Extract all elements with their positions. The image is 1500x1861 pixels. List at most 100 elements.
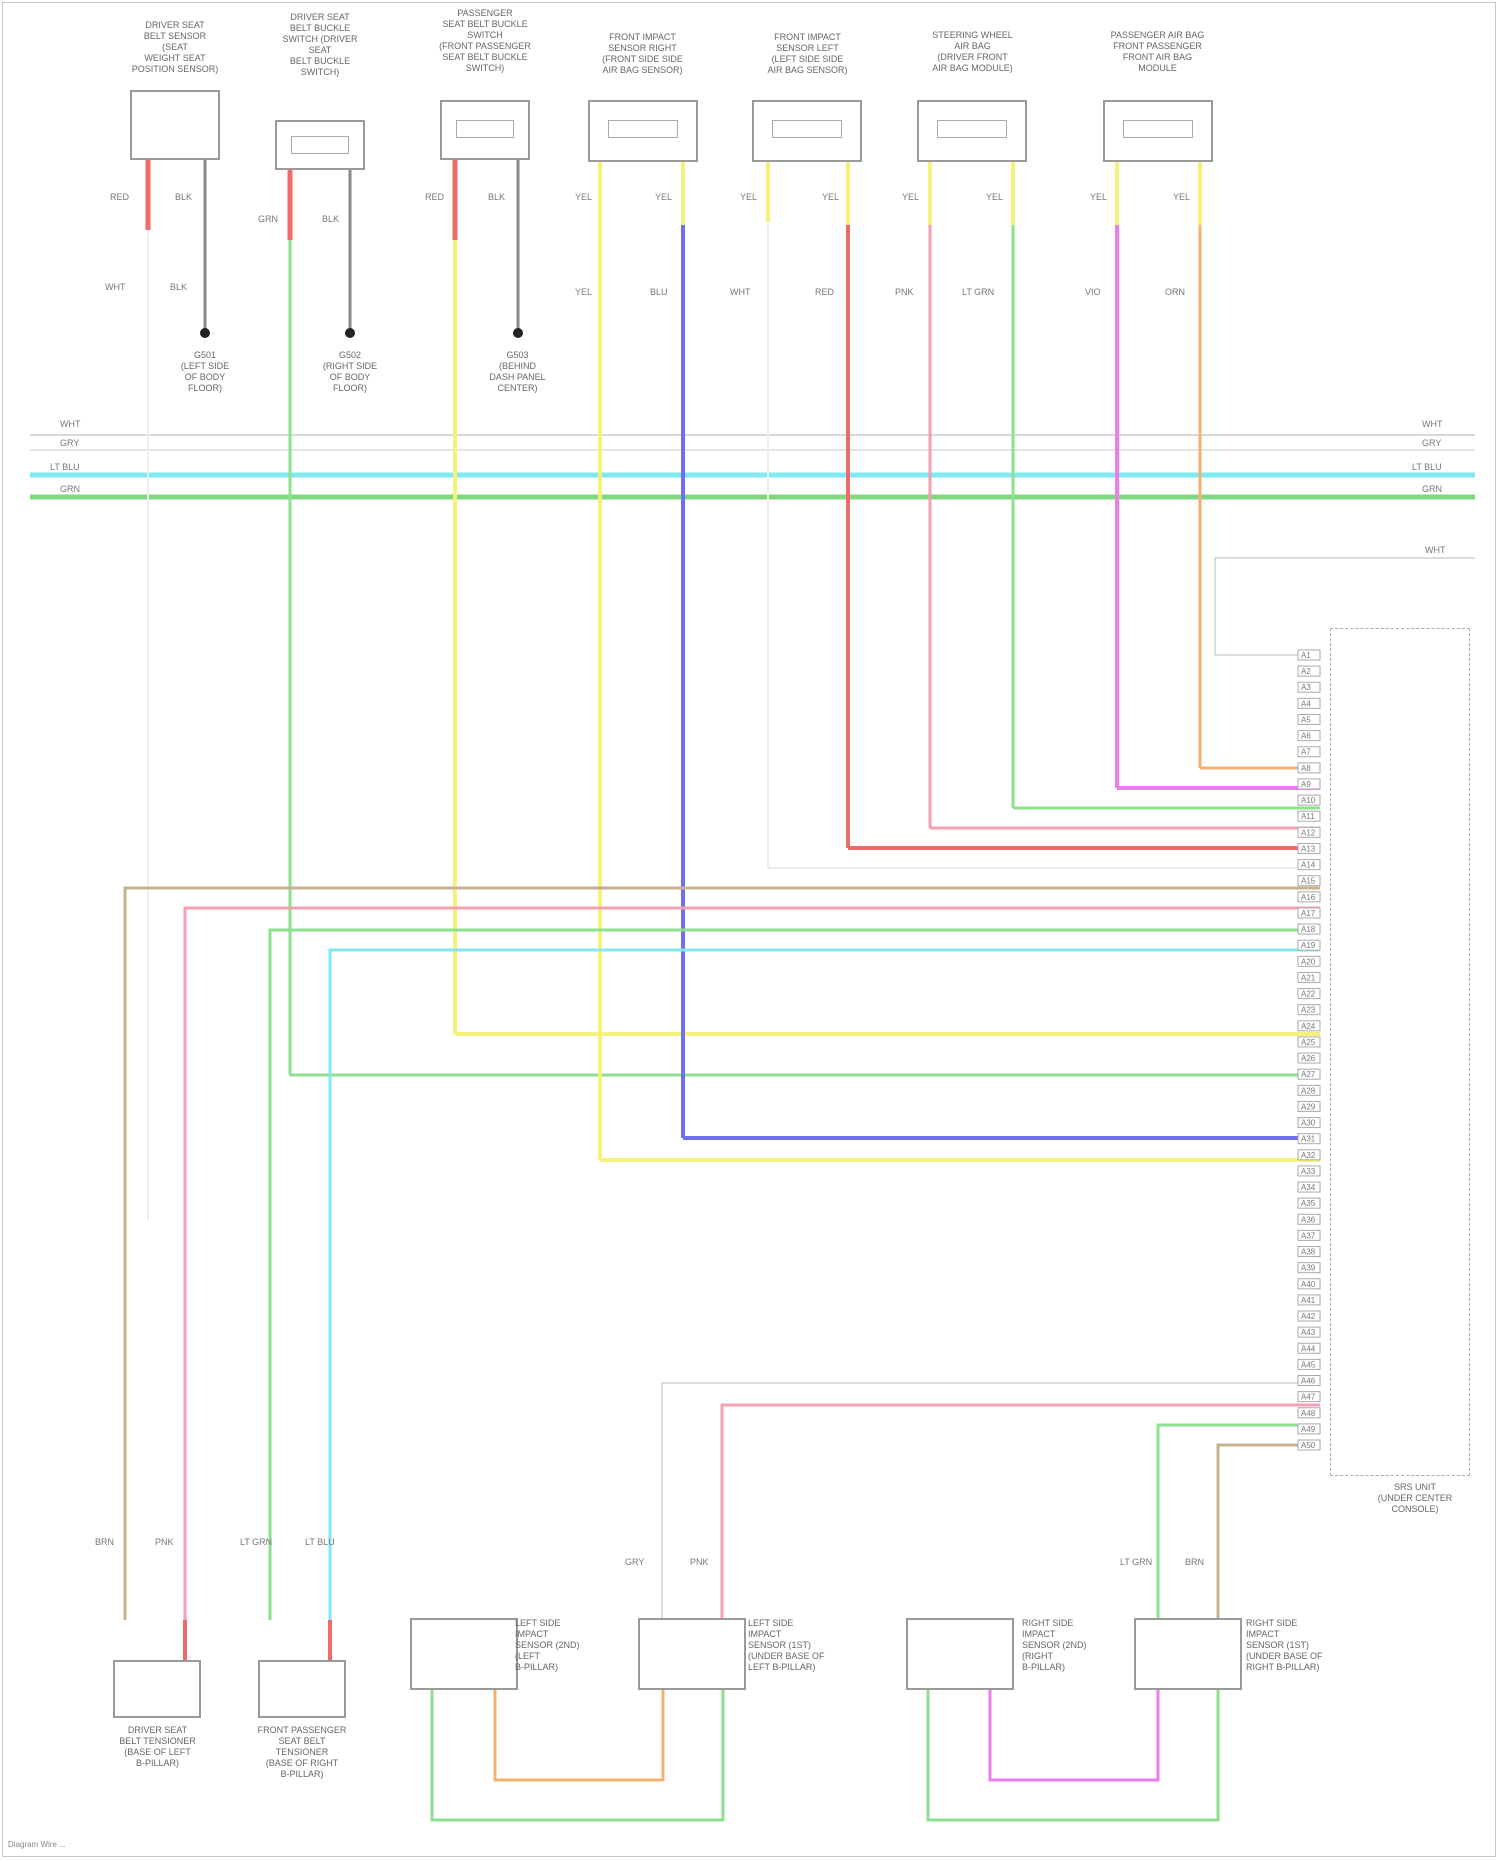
ecu-pin-label: A8	[1301, 764, 1311, 773]
ecu-pin-label: A16	[1301, 893, 1316, 902]
passenger-buckle-switch	[440, 100, 530, 160]
ecu-pin-label: A9	[1301, 780, 1311, 789]
svg-text:WHT: WHT	[105, 282, 126, 292]
ecu-pin-label: A34	[1301, 1183, 1316, 1192]
c1-label: DRIVER SEAT BELT SENSOR (SEAT WEIGHT SEA…	[110, 20, 240, 75]
ecu-pin-label: A27	[1301, 1070, 1316, 1079]
ecu-pin-label: A39	[1301, 1264, 1316, 1273]
svg-text:BLU: BLU	[650, 287, 668, 297]
bus-label-left-3: LT BLU	[50, 462, 80, 472]
svg-text:YEL: YEL	[575, 192, 592, 202]
svg-text:BRN: BRN	[95, 1537, 114, 1547]
ecu-pin-label: A21	[1301, 973, 1316, 982]
svg-text:PNK: PNK	[895, 287, 914, 297]
left-side-impact-sensor-1st	[638, 1618, 746, 1690]
b6-label: RIGHT SIDE IMPACT SENSOR (1ST) (UNDER BA…	[1246, 1618, 1366, 1673]
wires-c2: GRN BLK	[258, 170, 1320, 1075]
svg-text:BLK: BLK	[322, 214, 339, 224]
ecu-pin-label: A18	[1301, 925, 1316, 934]
wires-c1: RED BLK WHT BLK	[105, 160, 210, 1220]
ecu-pin-label: A32	[1301, 1151, 1316, 1160]
svg-text:YEL: YEL	[575, 287, 592, 297]
srs-unit-label: SRS UNIT (UNDER CENTER CONSOLE)	[1360, 1482, 1470, 1515]
svg-text:BLK: BLK	[488, 192, 505, 202]
ecu-pin-label: A14	[1301, 861, 1316, 870]
b3-label: LEFT SIDE IMPACT SENSOR (2ND) (LEFT B-PI…	[515, 1618, 625, 1673]
svg-text:BLK: BLK	[170, 282, 187, 292]
ecu-pin-label: A49	[1301, 1425, 1316, 1434]
svg-text:RED: RED	[815, 287, 835, 297]
bus-label-right-1: WHT	[1422, 419, 1443, 429]
svg-text:YEL: YEL	[1090, 192, 1107, 202]
bus-label-right-4: GRN	[1422, 484, 1442, 494]
right-side-impact-sensor-1st	[1134, 1618, 1242, 1690]
srs-unit	[1330, 628, 1470, 1476]
ecu-pin-label: A3	[1301, 683, 1311, 692]
ecu-pin-stubs: A1A2A3A4A5A6A7A8A9A10A11A12A13A14A15A16A…	[1298, 650, 1320, 1450]
footer-text: Diagram Wire ...	[8, 1840, 66, 1849]
ecu-pin-label: A11	[1301, 812, 1315, 821]
ecu-pin-label: A5	[1301, 715, 1311, 724]
svg-text:YEL: YEL	[740, 192, 757, 202]
front-impact-sensor-left	[752, 100, 862, 162]
c5-label: FRONT IMPACT SENSOR LEFT (LEFT SIDE SIDE…	[730, 32, 885, 76]
ecu-pin-label: A22	[1301, 990, 1316, 999]
ecu-pin-label: A4	[1301, 699, 1311, 708]
ecu-pin-label: A35	[1301, 1199, 1316, 1208]
ecu-pin-label: A1	[1301, 651, 1311, 660]
wires-c4: YEL YEL YEL BLU	[575, 162, 1320, 1160]
ecu-pin-label: A20	[1301, 957, 1316, 966]
ecu-pin-label: A26	[1301, 1054, 1316, 1063]
ecu-pin-label: A19	[1301, 941, 1316, 950]
svg-text:LT GRN: LT GRN	[962, 287, 994, 297]
svg-text:LT GRN: LT GRN	[1120, 1557, 1152, 1567]
ecu-pin-label: A37	[1301, 1231, 1316, 1240]
ecu-pin-label: A29	[1301, 1102, 1316, 1111]
ecu-pin-label: A2	[1301, 667, 1311, 676]
ecu-pin-label: A42	[1301, 1312, 1316, 1321]
ground-g501-label: G501 (LEFT SIDE OF BODY FLOOR)	[160, 350, 250, 394]
c3-label: PASSENGER SEAT BELT BUCKLE SWITCH (FRONT…	[410, 8, 560, 74]
b5-label: RIGHT SIDE IMPACT SENSOR (2ND) (RIGHT B-…	[1022, 1618, 1132, 1673]
svg-text:BRN: BRN	[1185, 1557, 1204, 1567]
ecu-pin-label: A38	[1301, 1248, 1316, 1257]
ecu-pin-label: A15	[1301, 877, 1316, 886]
ecu-pin-label: A25	[1301, 1038, 1316, 1047]
ground-g503-label: G503 (BEHIND DASH PANEL CENTER)	[470, 350, 565, 394]
svg-text:ORN: ORN	[1165, 287, 1185, 297]
wires-tensioners: BRN PNK LT GRN LT BLU	[95, 888, 1320, 1660]
svg-text:LT BLU: LT BLU	[305, 1537, 335, 1547]
bus-label-left-2: GRY	[60, 438, 79, 448]
ecu-pin-label: A45	[1301, 1360, 1316, 1369]
ecu-pin-label: A33	[1301, 1167, 1316, 1176]
svg-text:YEL: YEL	[986, 192, 1003, 202]
steering-wheel-airbag	[917, 100, 1027, 162]
svg-text:RED: RED	[425, 192, 445, 202]
svg-text:GRY: GRY	[625, 1557, 644, 1567]
ecu-pin-label: A47	[1301, 1393, 1316, 1402]
c7-label: PASSENGER AIR BAG FRONT PASSENGER FRONT …	[1075, 30, 1240, 74]
bus-label-left-1: WHT	[60, 419, 81, 429]
ecu-pin-label: A28	[1301, 1086, 1316, 1095]
b1-label: DRIVER SEAT BELT TENSIONER (BASE OF LEFT…	[95, 1725, 220, 1769]
ecu-pin-label: A13	[1301, 844, 1316, 853]
ecu-pin-label: A40	[1301, 1280, 1316, 1289]
svg-text:WHT: WHT	[1425, 545, 1446, 555]
ecu-pin-label: A31	[1301, 1135, 1316, 1144]
ecu-pin-label: A46	[1301, 1377, 1316, 1386]
ecu-pin-label: A17	[1301, 909, 1316, 918]
bus-lines: WHT GRY LT BLU GRN WHT GRY LT BLU GRN	[30, 419, 1475, 497]
ecu-pin-label: A12	[1301, 828, 1316, 837]
wires-c5: YEL YEL WHT RED	[730, 162, 1320, 868]
left-side-impact-sensor-2nd	[410, 1618, 518, 1690]
ecu-pin-label: A36	[1301, 1215, 1316, 1224]
driver-seat-belt-sensor	[130, 90, 220, 160]
ecu-pin-label: A41	[1301, 1296, 1316, 1305]
svg-text:LT GRN: LT GRN	[240, 1537, 272, 1547]
driver-buckle-switch	[275, 120, 365, 170]
front-impact-sensor-right	[588, 100, 698, 162]
c4-label: FRONT IMPACT SENSOR RIGHT (FRONT SIDE SI…	[565, 32, 720, 76]
ecu-pin-label: A6	[1301, 732, 1311, 741]
